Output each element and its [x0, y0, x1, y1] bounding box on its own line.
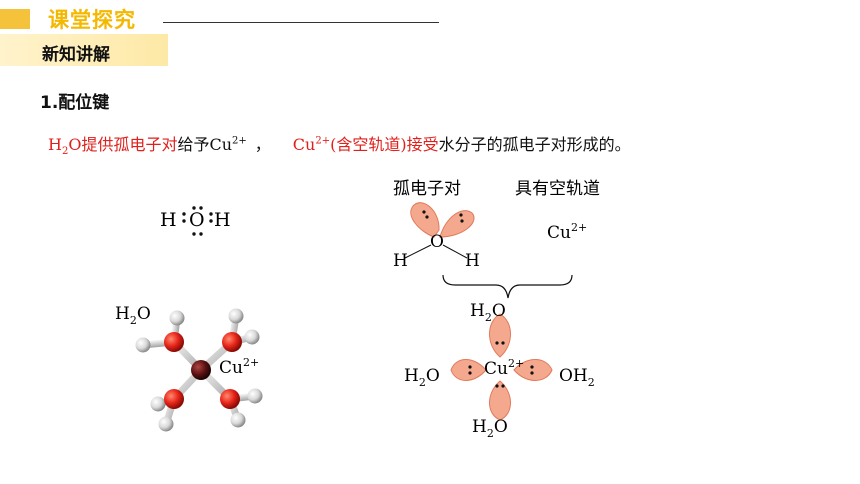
water-h-left: H — [393, 251, 408, 271]
complex-lone-pair-dots — [468, 341, 534, 388]
lewis-h-right: H — [214, 209, 231, 231]
complex-water-bottom: H2O — [472, 417, 508, 440]
sentence-copper-sup: 2+ — [315, 135, 331, 147]
water-bond-left — [404, 244, 432, 259]
lewis-electron-dots — [182, 206, 213, 236]
model-oxygen-atoms — [164, 332, 242, 409]
page-title: 课堂探究 — [48, 8, 136, 32]
ball-stick-model: H2O Cu2+ — [115, 304, 263, 432]
section-title: 1.配位键 — [40, 93, 110, 113]
model-hydrogen-atoms — [135, 308, 263, 432]
page-subtitle: 新知讲解 — [42, 45, 110, 65]
sentence-water-sub: 2 — [61, 146, 69, 158]
model-copper-label: Cu2+ — [219, 356, 259, 378]
sentence-water-h: H — [48, 135, 62, 154]
lewis-o: O — [189, 209, 205, 231]
sentence-give: 给予Cu — [177, 135, 233, 154]
complex-water-left: H2O — [404, 366, 440, 389]
title-underline — [163, 22, 439, 23]
water-o: O — [430, 232, 444, 252]
complex-water-right: OH2 — [559, 366, 595, 389]
complex-lobes — [450, 313, 553, 421]
complex-copper-center: Cu2+ — [484, 357, 524, 379]
copper-complex-diagram: H2O H2O OH2 H2O Cu2+ — [404, 301, 595, 440]
water-h-right: H — [465, 251, 480, 271]
sentence-copper-accepts: (含空轨道)接受 — [330, 135, 439, 154]
sentence-give-sup: 2+ — [232, 135, 247, 147]
water-orbital-diagram: 孤电子对 具有空轨道 O H H Cu2+ — [393, 179, 600, 299]
sentence-ending: 水分子的孤电子对形成的。 — [438, 135, 631, 154]
lewis-h-left: H — [160, 209, 177, 231]
model-water-label: H2O — [115, 304, 151, 327]
water-bond-right — [442, 244, 468, 259]
water-lobes — [410, 202, 475, 238]
complex-water-top: H2O — [470, 301, 506, 324]
subtitle-band — [0, 34, 168, 66]
combining-brace — [442, 274, 573, 299]
sentence-water-provides: O提供孤电子对 — [68, 135, 178, 154]
sentence-comma: ， — [254, 135, 271, 154]
model-copper-atom — [191, 360, 211, 380]
sentence-copper: Cu — [292, 135, 316, 154]
lewis-structure-water: H O H — [160, 206, 231, 236]
header-accent-block — [0, 9, 30, 29]
explanation-sentence: H2O提供孤电子对给予Cu2+，Cu2+(含空轨道)接受水分子的孤电子对形成的。 — [48, 131, 631, 157]
water-lone-pair-dots — [422, 210, 464, 223]
ion-copper-label: Cu2+ — [547, 221, 587, 243]
empty-orbital-label: 具有空轨道 — [515, 179, 600, 199]
lone-pair-label: 孤电子对 — [393, 179, 461, 199]
